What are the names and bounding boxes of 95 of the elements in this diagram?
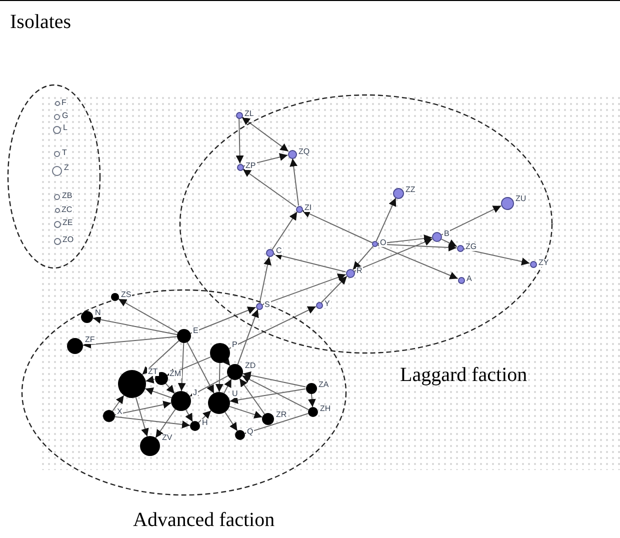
node-label: ZO — [62, 236, 75, 244]
arrow — [118, 298, 178, 334]
node-label: ZR — [275, 411, 288, 419]
node-label: ZD — [244, 362, 257, 370]
arrow — [308, 392, 316, 408]
arrow — [228, 406, 263, 418]
node-label: F — [60, 98, 68, 106]
arrow — [135, 396, 149, 437]
node-label: S — [264, 300, 271, 308]
arrow — [378, 243, 457, 252]
node-label: ZC — [60, 206, 74, 214]
node-label: ZZ — [404, 186, 416, 194]
node-label: Y — [324, 300, 331, 308]
arrow — [241, 116, 289, 152]
arrow — [377, 244, 458, 280]
arrow — [190, 306, 256, 334]
node-label: ZQ — [298, 148, 311, 156]
node-label: ZF — [84, 336, 96, 344]
arrow — [239, 378, 266, 415]
node-label: ZH — [319, 405, 332, 413]
group-heading: Laggard faction — [400, 365, 528, 385]
arrow — [186, 342, 214, 394]
node-label: U — [231, 390, 239, 398]
arrow — [185, 409, 194, 422]
node-label: E — [192, 327, 200, 335]
arrow — [290, 158, 300, 206]
arrow — [145, 376, 156, 384]
arrow — [302, 210, 373, 244]
node-label: R — [356, 266, 364, 274]
node-label: Q — [246, 428, 254, 436]
arrow — [82, 336, 178, 349]
arrow — [178, 342, 186, 392]
arrow — [228, 306, 316, 350]
arrow — [377, 234, 433, 244]
node-label: A — [466, 274, 473, 282]
arrow — [189, 375, 228, 397]
node-label: X — [116, 408, 124, 416]
arrow — [198, 410, 212, 424]
arrow — [354, 238, 433, 272]
arrow — [259, 256, 272, 304]
arrow — [244, 413, 309, 435]
node-label: Z — [63, 164, 70, 172]
node-label: L — [62, 124, 68, 132]
arrow — [237, 308, 259, 365]
node-label: ZL — [244, 110, 255, 118]
arrow — [114, 416, 191, 428]
arrow — [215, 362, 224, 392]
arrow — [166, 356, 212, 376]
node-label: P — [231, 341, 238, 349]
arrow — [441, 238, 458, 247]
node-label: ZU — [514, 194, 528, 202]
node-label: B — [443, 230, 450, 238]
node-label: ZE — [62, 218, 74, 226]
arrow — [462, 248, 530, 266]
arrow — [242, 371, 306, 388]
arrow — [224, 378, 232, 394]
node-label: ZP — [244, 162, 257, 170]
arrow — [272, 211, 298, 250]
node-label: C — [275, 247, 283, 255]
node-label: O — [379, 239, 388, 247]
arrow — [376, 198, 396, 242]
node-label: G — [61, 112, 70, 120]
arrow — [142, 340, 180, 375]
arrow — [114, 400, 172, 416]
node-label: ZB — [61, 192, 74, 200]
node-label: ZI — [304, 204, 313, 212]
arrow — [273, 252, 346, 272]
node-label: H — [201, 419, 209, 427]
node-label: J — [192, 389, 198, 397]
arrow — [155, 408, 176, 438]
arrow — [242, 153, 288, 167]
node-label: ZG — [464, 242, 478, 250]
arrow — [320, 276, 348, 303]
group-heading: Isolates — [10, 12, 72, 32]
arrow — [164, 382, 175, 394]
node-label: ZY — [538, 258, 550, 266]
arrow — [352, 246, 374, 270]
node-label: N — [94, 309, 102, 317]
node-label: ZS — [120, 291, 132, 299]
node-label: ZM — [168, 370, 182, 378]
arrow — [112, 394, 124, 412]
node-label: ZA — [318, 380, 330, 388]
node-label: ZV — [161, 434, 174, 442]
node-label: T — [61, 149, 68, 157]
arrow — [224, 412, 238, 432]
group-heading: Advanced faction — [133, 510, 275, 530]
arrow — [92, 316, 178, 336]
arrow — [144, 387, 172, 398]
node-label: ZT — [147, 368, 159, 376]
arrow — [222, 356, 231, 366]
arrow — [262, 274, 346, 306]
arrow — [242, 375, 310, 410]
arrow — [229, 388, 306, 404]
arrow — [242, 168, 297, 208]
arrow — [236, 118, 244, 164]
